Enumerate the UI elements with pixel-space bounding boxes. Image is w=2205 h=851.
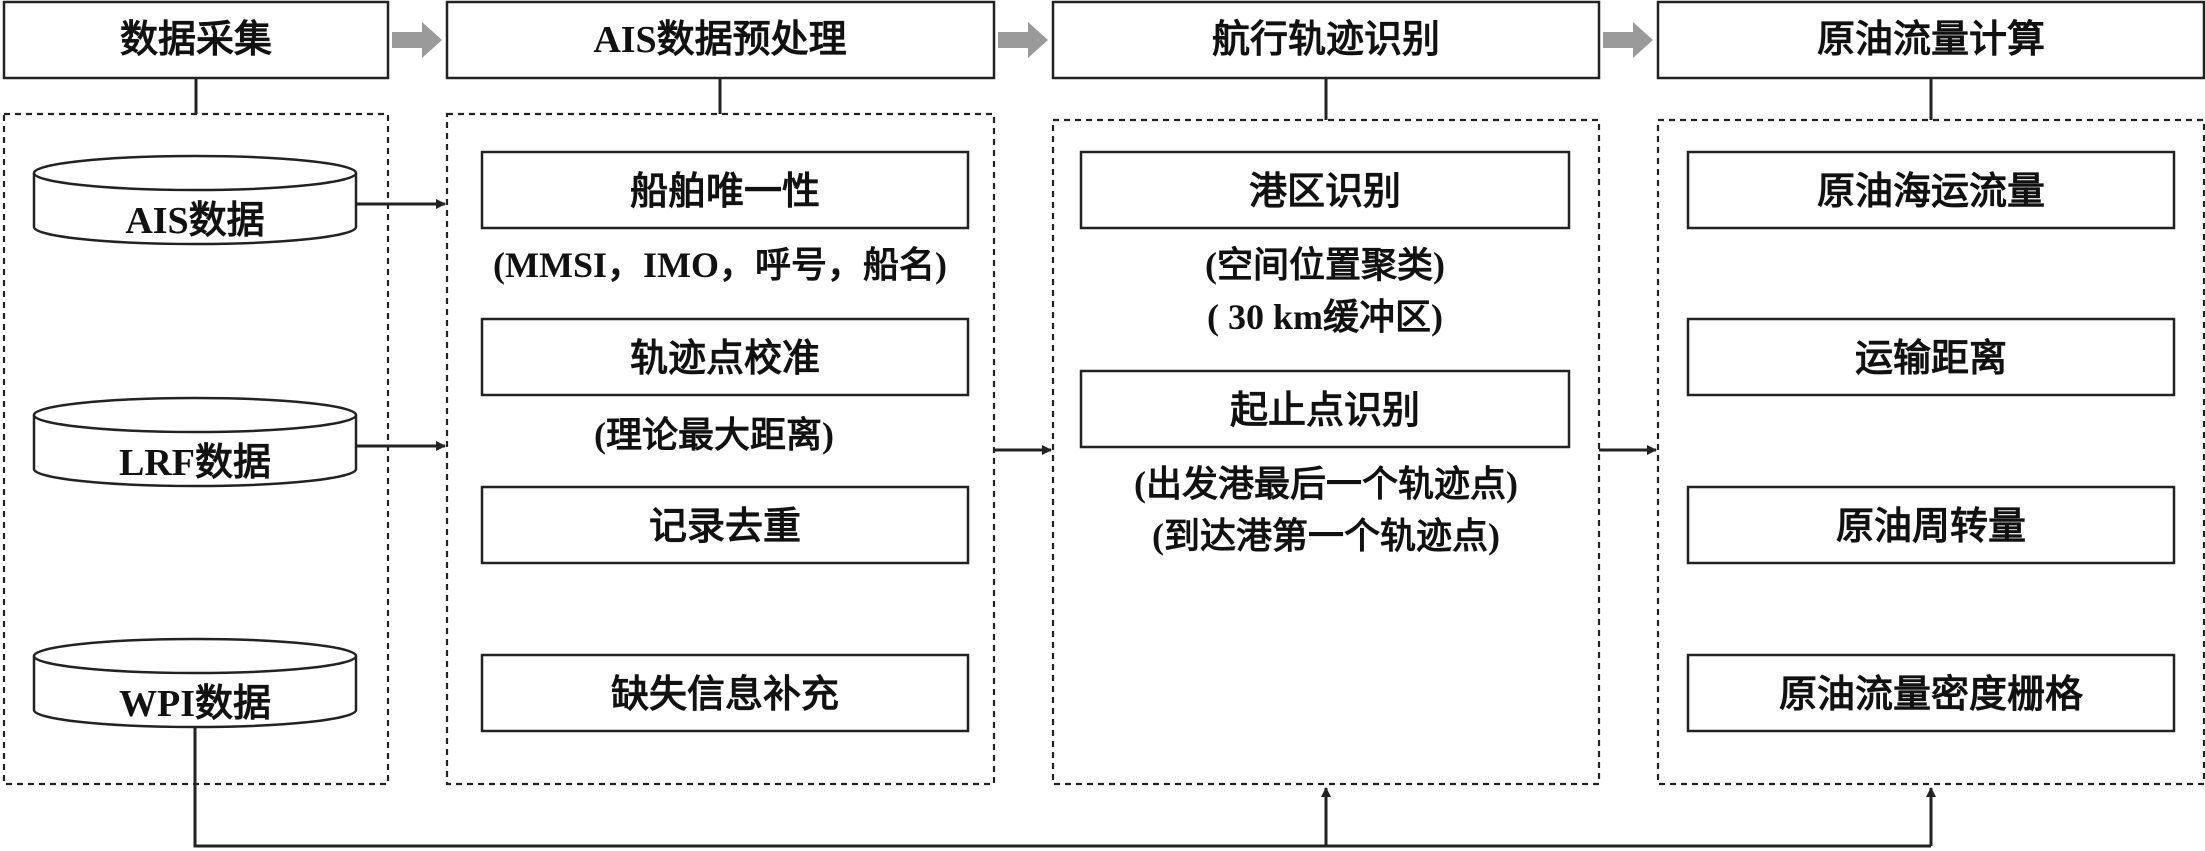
stage-title: 数据采集 (120, 19, 272, 61)
wpi-feedback-connector (193, 727, 1936, 848)
step-label: 港区识别 (1249, 171, 1401, 213)
step-missing-info: 缺失信息补充 (480, 653, 970, 733)
stage-header-data-collection: 数据采集 (2, 0, 390, 80)
database-cylinder-wpi: WPI数据 (32, 637, 358, 729)
stage-header-trajectory: 航行轨迹识别 (1051, 0, 1601, 80)
step-od-identification: 起止点识别 (1079, 369, 1571, 449)
stage-arrow-2 (998, 22, 1048, 58)
source-label: WPI数据 (119, 683, 271, 725)
step-turnover: 原油周转量 (1686, 485, 2176, 565)
step-transport-distance: 运输距离 (1686, 317, 2176, 397)
step-label: 原油周转量 (1836, 506, 2026, 548)
database-cylinder-lrf: LRF数据 (32, 396, 358, 488)
step-label: 轨迹点校准 (630, 338, 820, 380)
step-dedup: 记录去重 (480, 485, 970, 565)
step-note: ( 30 km缓冲区) (1207, 297, 1443, 337)
step-label: 起止点识别 (1230, 390, 1420, 432)
step-label: 原油海运流量 (1817, 171, 2045, 213)
step-note: (理论最大距离) (594, 415, 834, 455)
step-seaborne-flow: 原油海运流量 (1686, 150, 2176, 230)
source-label: AIS数据 (125, 200, 264, 242)
step-label: 船舶唯一性 (630, 171, 820, 213)
stage-header-ais-preprocess: AIS数据预处理 (445, 0, 996, 80)
step-port-identification: 港区识别 (1079, 150, 1571, 230)
stage-arrow-3 (1603, 22, 1653, 58)
stage-title: 原油流量计算 (1817, 19, 2045, 61)
step-note: (空间位置聚类) (1205, 245, 1445, 285)
step-note: (出发港最后一个轨迹点) (1134, 464, 1518, 504)
stage-title: 航行轨迹识别 (1212, 18, 1440, 61)
database-cylinder-ais: AIS数据 (32, 154, 358, 246)
step-label: 记录去重 (649, 506, 801, 548)
stage-title: AIS数据预处理 (593, 19, 846, 61)
step-note: (到达港第一个轨迹点) (1152, 516, 1500, 556)
step-note: (MMSI，IMO，呼号，船名) (493, 245, 947, 285)
step-label: 缺失信息补充 (611, 674, 839, 716)
step-label: 运输距离 (1855, 338, 2007, 380)
step-label: 原油流量密度栅格 (1779, 674, 2084, 716)
source-label: LRF数据 (119, 442, 271, 484)
step-density-grid: 原油流量密度栅格 (1686, 653, 2176, 733)
stage-arrow-1 (392, 22, 442, 58)
stage-header-oil-flow: 原油流量计算 (1656, 0, 2205, 80)
step-vessel-uniqueness: 船舶唯一性 (480, 150, 970, 230)
step-trajectory-calibration: 轨迹点校准 (480, 317, 970, 397)
